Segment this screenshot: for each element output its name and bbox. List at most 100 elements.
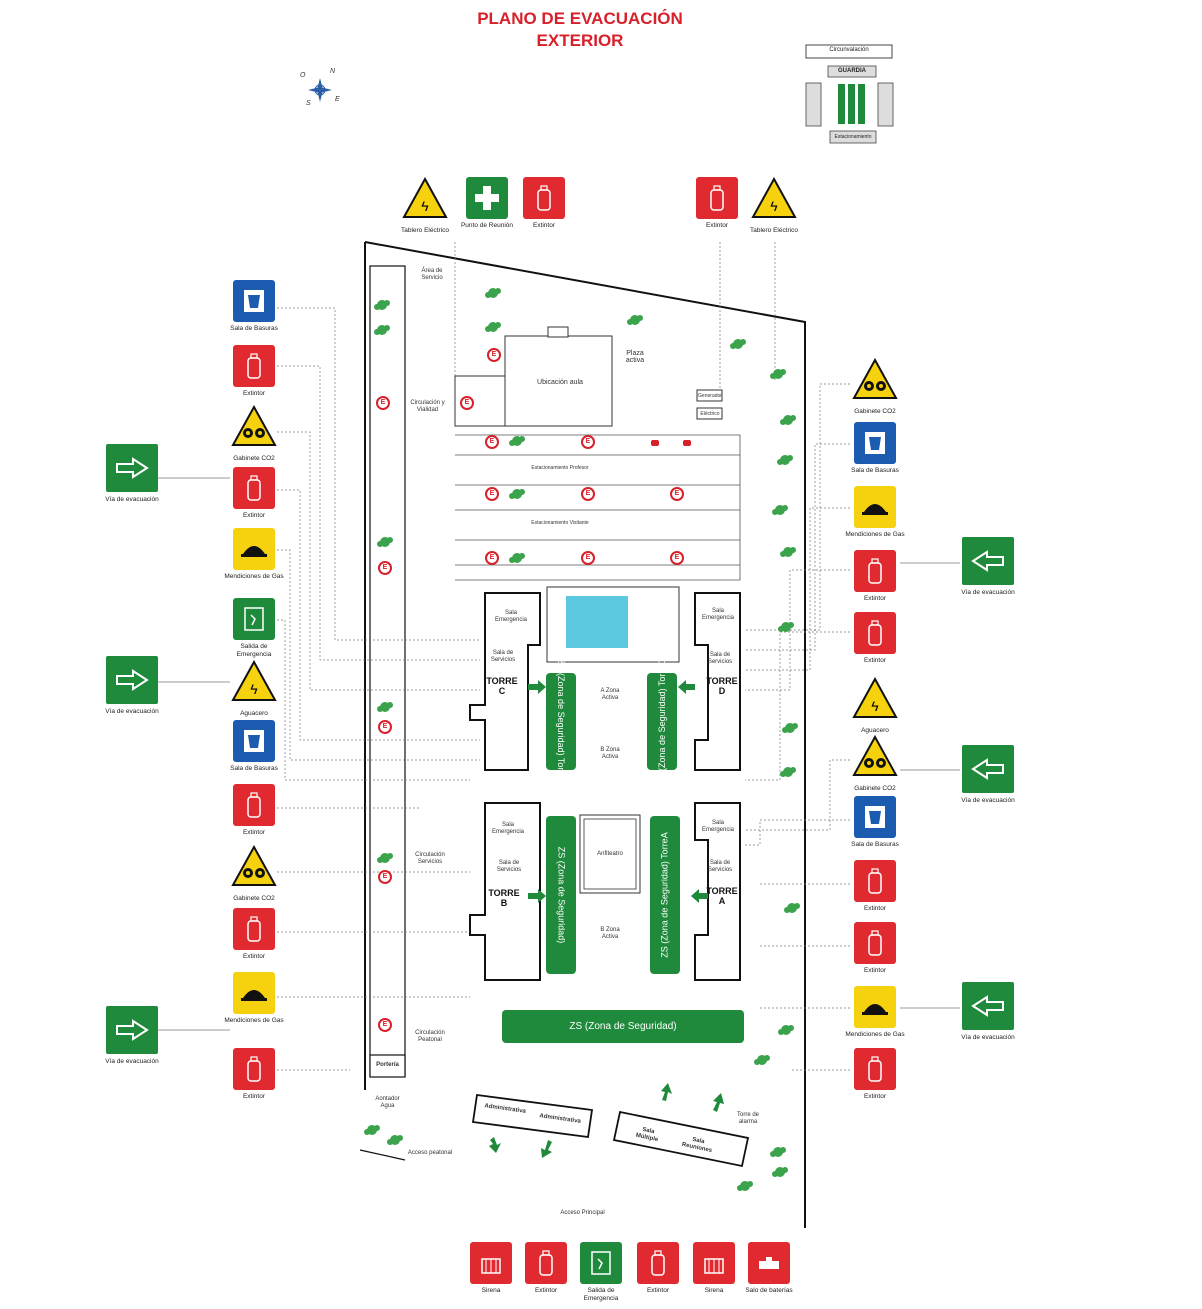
co2-cabinet-icon — [845, 734, 905, 782]
right-signs-sign-1: Sala de Basuras — [845, 422, 905, 475]
extinguisher-icon — [696, 177, 738, 219]
parking-marker-13: E — [382, 873, 388, 880]
sign-label: Extintor — [863, 905, 887, 912]
exit-right-2: Vía de evacuación — [953, 745, 1023, 804]
electric-panel-icon: ϟ — [402, 176, 448, 218]
sign-label: Salida de Emergencia — [583, 1287, 619, 1302]
tower-d-name: TORRE D — [706, 676, 738, 696]
bottom-signs-sign-5: Salo de baterías — [739, 1242, 799, 1295]
parking-marker-14: E — [382, 1021, 388, 1028]
svg-text:ϟ: ϟ — [421, 198, 429, 214]
parking-markers — [376, 348, 684, 1032]
parking-marker-11: E — [382, 564, 388, 571]
parking-marker-4: E — [585, 438, 591, 445]
compass-n: N — [330, 68, 336, 75]
extinguisher-icon — [233, 908, 275, 950]
legend-minimap — [805, 44, 894, 144]
svg-text:ϟ: ϟ — [871, 698, 879, 714]
area-parking-visitor: Estacionamiento Visitante — [531, 520, 589, 526]
tower-a-room2: Sala de Servicios — [707, 860, 733, 873]
gas-meter-icon — [233, 528, 275, 570]
tower-c-room1: Sala Emergencia — [494, 610, 527, 623]
sign-label: Sirena — [704, 1287, 724, 1294]
sign-label: Mendiciones de Gas — [845, 531, 905, 538]
extinguisher-icon — [233, 345, 275, 387]
svg-text:ϟ: ϟ — [770, 198, 778, 214]
area-circulation-mid: Circulación Servicios — [415, 852, 445, 865]
area-alarm-tower: Torre de alarma — [736, 1112, 759, 1125]
zone-safety-d: ZS (Zona de Seguridad) TorreD — [647, 659, 677, 784]
extinguisher-icon — [637, 1242, 679, 1284]
tower-c-room2: Sala de Servicios — [490, 650, 516, 663]
right-signs-sign-11: Extintor — [845, 1048, 905, 1101]
legend-guard: GUARDIA — [838, 68, 866, 74]
extinguisher-icon — [854, 550, 896, 592]
battery-room-icon — [748, 1242, 790, 1284]
parking-marker-9: E — [585, 554, 591, 561]
sign-label: Extintor — [863, 967, 887, 974]
zone-active-b2: B Zona Activa — [600, 927, 620, 940]
sign-label: Mendiciones de Gas — [845, 1031, 905, 1038]
zone-safety-a: ZS (Zona de Seguridad) TorreA — [650, 816, 680, 974]
site-outline — [364, 241, 806, 1228]
sign-label: Extintor — [863, 1093, 887, 1100]
area-water-meter: Aontador Agua — [375, 1096, 400, 1109]
arrow-right-icon — [106, 656, 158, 704]
left-signs-sign-7: Sala de Basuras — [224, 720, 284, 773]
bottom-signs-sign-0: Sirena — [461, 1242, 521, 1295]
extinguisher-icon — [233, 467, 275, 509]
area-parking-teacher: Estacionamiento Profesor — [531, 465, 589, 471]
left-signs-sign-10: Extintor — [224, 908, 284, 961]
exit-left-1: Vía de evacuación — [97, 444, 167, 503]
left-signs-sign-5: Salida de Emergencia — [224, 598, 284, 659]
title-line2: EXTERIOR — [536, 31, 624, 50]
arrow-left-icon — [962, 982, 1014, 1030]
gas-meter-icon — [854, 986, 896, 1028]
sign-label: Salida de Emergencia — [236, 643, 272, 658]
trash-room-icon — [854, 796, 896, 838]
tower-d-room2: Sala de Servicios — [707, 652, 733, 665]
sign-label: Gabinete CO2 — [233, 455, 275, 462]
sign-label: Mendiciones de Gas — [224, 1017, 284, 1024]
parking-marker-1: E — [380, 399, 386, 406]
siren-icon — [693, 1242, 735, 1284]
right-signs-sign-9: Extintor — [845, 922, 905, 975]
area-amphitheater: Anfiteatro — [597, 851, 623, 857]
left-signs-sign-4: Mendiciones de Gas — [224, 528, 284, 581]
extinguisher-icon — [233, 1048, 275, 1090]
compass-w: O — [300, 72, 306, 79]
arrow-left-icon — [962, 745, 1014, 793]
exit-left-3: Vía de evacuación — [97, 1006, 167, 1065]
top-sign-meeting: Punto de Reunión — [457, 177, 517, 230]
exit-right-3: Vía de evacuación — [953, 982, 1023, 1041]
sign-label: Sala de Basuras — [851, 841, 899, 848]
sign-label: Gabinete CO2 — [854, 408, 896, 415]
right-signs-sign-3: Extintor — [845, 550, 905, 603]
tower-b-name: TORRE B — [488, 888, 520, 908]
parking-marker-12: E — [382, 723, 388, 730]
parking-marker-3: E — [489, 438, 495, 445]
left-signs-sign-11: Mendiciones de Gas — [224, 972, 284, 1025]
extinguisher-icon — [523, 177, 565, 219]
area-classroom: Ubicación aula — [537, 379, 583, 386]
legend-road: Circunvalación — [829, 47, 869, 53]
arrow-right-icon — [106, 1006, 158, 1054]
sign-label: Aguacero — [240, 710, 268, 717]
parking-marker-5: E — [489, 490, 495, 497]
area-electric: Eléctrico — [700, 411, 720, 417]
right-signs-sign-10: Mendiciones de Gas — [845, 986, 905, 1039]
parking-marker-10: E — [674, 554, 680, 561]
bottom-signs-sign-3: Extintor — [628, 1242, 688, 1295]
arrow-right-icon — [106, 444, 158, 492]
sign-label: Sala de Basuras — [230, 325, 278, 332]
electric-panel-icon: ϟ — [751, 176, 797, 218]
co2-cabinet-icon — [224, 404, 284, 452]
right-signs-sign-4: Extintor — [845, 612, 905, 665]
left-signs-sign-8: Extintor — [224, 784, 284, 837]
sign-label: Extintor — [863, 657, 887, 664]
parking-marker-8: E — [489, 554, 495, 561]
legend-parking-bottom: Estacionamiento — [834, 134, 872, 140]
emergency-exit-icon — [580, 1242, 622, 1284]
